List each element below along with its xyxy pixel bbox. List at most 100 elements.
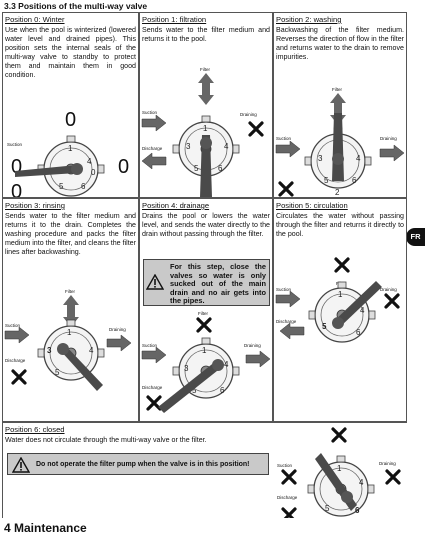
position-5-panel: Position 5: circulation Circulates the w… [273,198,407,422]
position-3-title: Position 3: rinsing [5,201,65,210]
dial-4: 4 [224,360,229,369]
label-draining: Draining [244,343,261,348]
dial-1: 1 [338,290,343,299]
label-filter: Filter [332,87,343,92]
dial-3: 3 [186,142,191,151]
marker-0-suction: 0 [11,156,22,178]
label-filter: Filter [198,311,209,316]
dial-5: 5 [322,322,327,331]
position-1-diagram: Filter Suction Draining Discharge 1 3 4 … [140,65,272,197]
dial-5: 5 [192,386,197,395]
position-0-text: Use when the pool is winterized (lowered… [5,26,136,80]
dial-4: 4 [89,346,94,355]
position-6-diagram: Suction Draining Discharge 1 4 5 6 [275,423,405,518]
valve-handle [332,113,344,181]
valve-handle [334,281,382,327]
label-discharge: Discharge [142,385,163,390]
position-6-title: Position 6: closed [5,425,65,434]
position-3-diagram: Filter Suction Draining Discharge 1 3 4 … [3,287,138,421]
dial-1: 1 [203,124,208,133]
dial-3: 3 [184,364,189,373]
dial-2: 2 [335,188,340,197]
dial-6: 6 [355,506,360,515]
position-0-panel: Position 0: Winter Use when the pool is … [2,12,139,198]
label-draining: Draining [379,461,396,466]
maintenance-heading: 4 Maintenance [4,521,87,535]
label-draining: Draining [380,136,397,141]
dial-6: 6 [81,182,86,191]
position-5-title: Position 5: circulation [276,201,348,210]
position-0-title: Position 0: Winter [5,15,65,24]
position-5-diagram: Filter Suction Draining Discharge 1 5 4 … [274,251,406,421]
position-4-text: Drains the pool or lowers the water leve… [142,212,270,239]
label-suction: Suction [5,323,21,328]
position-6-warning-text: Do not operate the filter pump when the … [36,461,250,468]
valve-handle [59,345,103,391]
label-filter: Filter [65,289,76,294]
dial-4: 4 [356,154,361,163]
dial-4: 4 [360,306,365,315]
dial-5: 5 [324,176,329,185]
dial-0: 0 [91,168,96,177]
position-3-text: Sends water to the filter medium and ret… [5,212,136,257]
marker-0-discharge: 0 [11,181,22,198]
dial-5: 5 [194,164,199,173]
position-1-title: Position 1: filtration [142,15,207,24]
warning-icon [12,457,30,473]
marker-0-filter: 0 [65,109,76,131]
label-suction: Suction [276,136,292,141]
label-filter: Filter [200,67,211,72]
dial-5: 5 [55,368,60,377]
label-discharge: Discharge [277,495,298,500]
dial-1: 1 [202,346,207,355]
dial-4: 4 [359,478,364,487]
section-heading: 3.3 Positions of the multi-way valve [4,1,148,11]
valve-handle [158,361,222,413]
dial-6: 6 [352,176,357,185]
label-discharge: Discharge [276,319,297,324]
label-suction: Suction [142,343,158,348]
warning-icon [146,274,164,290]
position-5-text: Circulates the water without passing thr… [276,212,404,239]
label-discharge: Discharge [5,358,26,363]
language-tab[interactable]: FR [406,228,425,246]
dial-6: 6 [356,328,361,337]
position-4-warning-text: For this step, close the valves so water… [170,262,266,306]
position-6-text: Water does not circulate through the mul… [5,436,207,444]
label-suction: Suction [7,142,23,147]
position-1-text: Sends water to the filter medium and ret… [142,26,270,44]
position-6-warning: Do not operate the filter pump when the … [7,453,269,475]
dial-3: 3 [318,154,323,163]
dial-1: 1 [337,464,342,473]
dial-6: 6 [220,386,225,395]
dial-3: 3 [47,346,52,355]
dial-5: 5 [325,504,330,513]
dial-5: 5 [59,182,64,191]
dial-1: 1 [68,144,73,153]
label-suction: Suction [276,287,292,292]
label-draining: Draining [240,112,257,117]
position-2-diagram: Filter Suction Draining 1 3 4 5 6 2 [274,85,406,197]
dial-6: 6 [218,164,223,173]
position-0-diagram: 0 0 0 0 Suction 1 4 5 6 0 [3,101,138,198]
position-2-panel: Position 2: washing Backwashing of the f… [273,12,407,198]
dial-4: 4 [87,157,92,166]
position-4-diagram: Filter Suction Draining Discharge 1 3 4 … [140,309,272,421]
position-3-panel: Position 3: rinsing Sends water to the f… [2,198,139,422]
position-6-panel: Position 6: closed Water does not circul… [2,422,407,518]
label-discharge: Discharge [142,146,163,151]
marker-0-draining: 0 [118,156,129,178]
position-1-panel: Position 1: filtration Sends water to th… [139,12,273,198]
position-4-warning: For this step, close the valves so water… [143,259,270,306]
valve-handle [200,135,212,197]
position-2-title: Position 2: washing [276,15,342,24]
label-draining: Draining [109,327,126,332]
label-suction: Suction [142,110,158,115]
dial-1: 1 [67,328,72,337]
dial-4: 4 [224,142,229,151]
position-2-text: Backwashing of the filter medium. Revers… [276,26,404,62]
label-draining: Draining [380,287,397,292]
position-4-title: Position 4: drainage [142,201,210,210]
label-suction: Suction [277,463,293,468]
position-4-panel: Position 4: drainage Drains the pool or … [139,198,273,422]
